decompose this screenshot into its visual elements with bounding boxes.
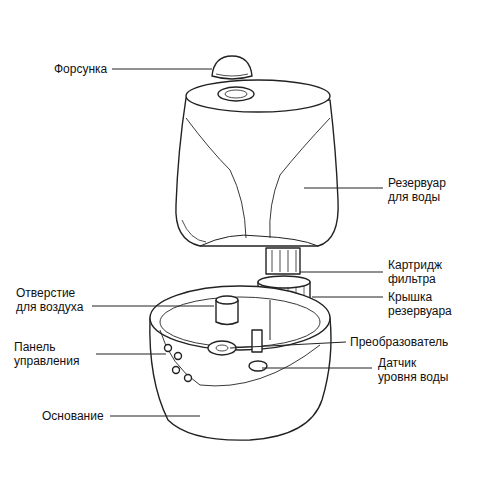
part-label: Преобразователь [350, 335, 448, 349]
part-label: Датчик уровня воды [378, 356, 454, 384]
part-label: Резервуар для воды [388, 176, 460, 204]
part-label: Форсунка [54, 62, 107, 76]
part-label: Крышка резервуара [388, 290, 460, 318]
part-label: Панель управления [14, 340, 88, 368]
part-label: Картридж фильтра [388, 258, 460, 286]
part-label: Основание [42, 409, 104, 423]
part-label: Отверстие для воздуха [16, 286, 88, 314]
